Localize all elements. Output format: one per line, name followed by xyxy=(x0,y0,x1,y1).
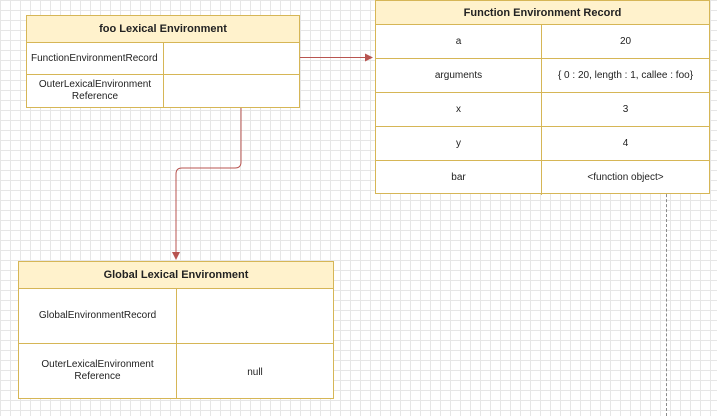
row-value xyxy=(177,289,333,343)
function-environment-record: Function Environment Record a 20 argumen… xyxy=(375,0,710,195)
row-key: y xyxy=(376,127,542,160)
row-value xyxy=(164,75,299,107)
record-row-bar: bar <function object> xyxy=(376,161,709,195)
row-value: null xyxy=(247,367,263,378)
row-key: GlobalEnvironmentRecord xyxy=(19,289,177,343)
dashed-guide-line xyxy=(666,30,667,416)
foo-env-row-outer-reference: OuterLexicalEnvironment Reference xyxy=(27,75,299,107)
row-key: OuterLexicalEnvironment Reference xyxy=(27,75,164,107)
global-env-row-global-record: GlobalEnvironmentRecord xyxy=(19,289,333,344)
row-value: <function object> xyxy=(587,172,664,183)
record-row-arguments: arguments { 0 : 20, length : 1, callee :… xyxy=(376,59,709,93)
row-key: FunctionEnvironmentRecord xyxy=(27,43,164,74)
row-key: a xyxy=(376,25,542,58)
foo-lexical-environment-title: foo Lexical Environment xyxy=(27,16,299,43)
row-key: bar xyxy=(376,161,542,195)
global-lexical-environment: Global Lexical Environment GlobalEnviron… xyxy=(18,261,334,399)
row-key: x xyxy=(376,93,542,126)
record-row-a: a 20 xyxy=(376,25,709,59)
row-value: 20 xyxy=(619,35,632,47)
row-key: arguments xyxy=(376,59,542,92)
arrow-to-global-env xyxy=(172,108,242,260)
foo-env-row-function-record: FunctionEnvironmentRecord xyxy=(27,43,299,75)
foo-lexical-environment: foo Lexical Environment FunctionEnvironm… xyxy=(26,15,300,108)
row-value xyxy=(164,43,299,74)
record-row-y: y 4 xyxy=(376,127,709,161)
row-key: OuterLexicalEnvironment Reference xyxy=(19,344,177,398)
function-environment-record-title: Function Environment Record xyxy=(376,1,709,25)
row-value: { 0 : 20, length : 1, callee : foo} xyxy=(557,69,694,81)
global-env-row-outer-reference: OuterLexicalEnvironment Reference null xyxy=(19,344,333,398)
global-lexical-environment-title: Global Lexical Environment xyxy=(19,262,333,289)
record-row-x: x 3 xyxy=(376,93,709,127)
row-value: 4 xyxy=(622,137,629,149)
row-value: 3 xyxy=(622,103,629,115)
